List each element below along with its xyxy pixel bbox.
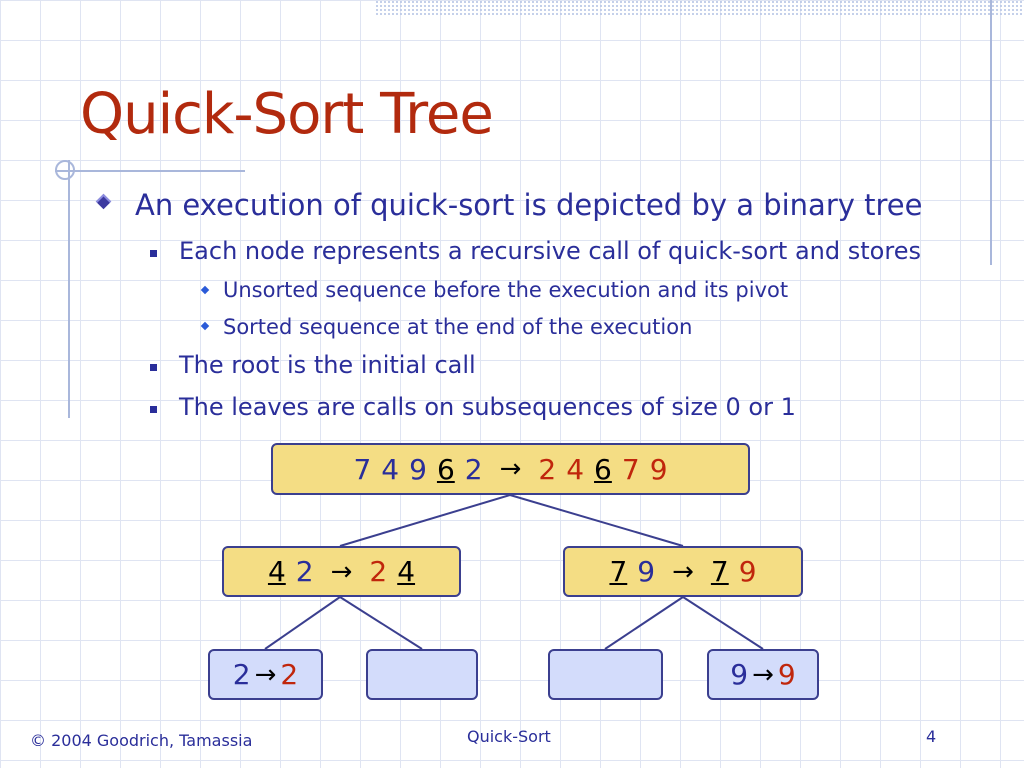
input-value: 2 [295, 555, 314, 588]
sorted-value: 9 [738, 555, 757, 588]
header-band [375, 0, 1024, 16]
leaf-output: 2 [280, 658, 299, 691]
bullet-level1: An execution of quick-sort is depicted b… [135, 188, 923, 222]
footer-page-number: 4 [926, 727, 937, 746]
input-value: 2 [464, 452, 483, 486]
square-bullet-icon [150, 250, 157, 257]
arrow-icon: → [672, 556, 694, 587]
pivot-value: 6 [436, 452, 455, 486]
bullet-level2-nodes: Each node represents a recursive call of… [179, 237, 921, 265]
bullet-level2-root: The root is the initial call [179, 351, 476, 379]
arrow-icon: → [752, 659, 774, 690]
bullet-level3-sorted: Sorted sequence at the end of the execut… [223, 315, 693, 339]
edge-root-right [509, 494, 684, 547]
arrow-icon: → [330, 556, 353, 587]
tree-leaf-1: 2 → 2 [208, 649, 323, 700]
square-bullet-icon [150, 364, 157, 371]
leaf-input: 2 [232, 658, 251, 691]
square-bullet-icon [150, 406, 157, 413]
edge-right-leaf3 [604, 596, 684, 650]
tree-leaf-2 [366, 649, 478, 700]
footer-copyright: © 2004 Goodrich, Tamassia [30, 731, 253, 750]
slide-title: Quick-Sort Tree [80, 82, 494, 147]
sorted-value: 4 [566, 452, 585, 486]
decor-line-title [55, 170, 245, 172]
input-value: 4 [381, 452, 400, 486]
sorted-value: 2 [538, 452, 557, 486]
decor-circle [55, 160, 75, 180]
sorted-value: 9 [649, 452, 668, 486]
decor-line-left [68, 160, 70, 418]
bullet-level2-leaves: The leaves are calls on subsequences of … [179, 393, 796, 421]
arrow-icon: → [499, 454, 522, 484]
edge-left-leaf1 [264, 596, 341, 650]
tree-leaf-4: 9 → 9 [707, 649, 819, 700]
arrow-icon: → [254, 659, 277, 690]
input-value: 7 [353, 452, 372, 486]
edge-right-leaf4 [682, 596, 764, 650]
leaf-output: 9 [777, 658, 796, 691]
edge-root-left [339, 494, 511, 547]
edge-left-leaf2 [339, 596, 423, 650]
sorted-value: 2 [369, 555, 388, 588]
tree-leaf-3 [548, 649, 663, 700]
bullet-level3-unsorted: Unsorted sequence before the execution a… [223, 278, 789, 302]
decor-line-right [990, 0, 992, 265]
leaf-input: 9 [730, 658, 749, 691]
footer-topic: Quick-Sort [467, 727, 551, 746]
input-value: 9 [409, 452, 427, 486]
sorted-value: 7 [621, 452, 640, 486]
pivot-value: 4 [267, 555, 286, 588]
pivot-value: 7 [609, 555, 628, 588]
sorted-pivot-value: 7 [710, 555, 729, 588]
sorted-pivot-value: 6 [594, 452, 612, 486]
input-value: 9 [637, 555, 656, 588]
sorted-pivot-value: 4 [397, 555, 416, 588]
